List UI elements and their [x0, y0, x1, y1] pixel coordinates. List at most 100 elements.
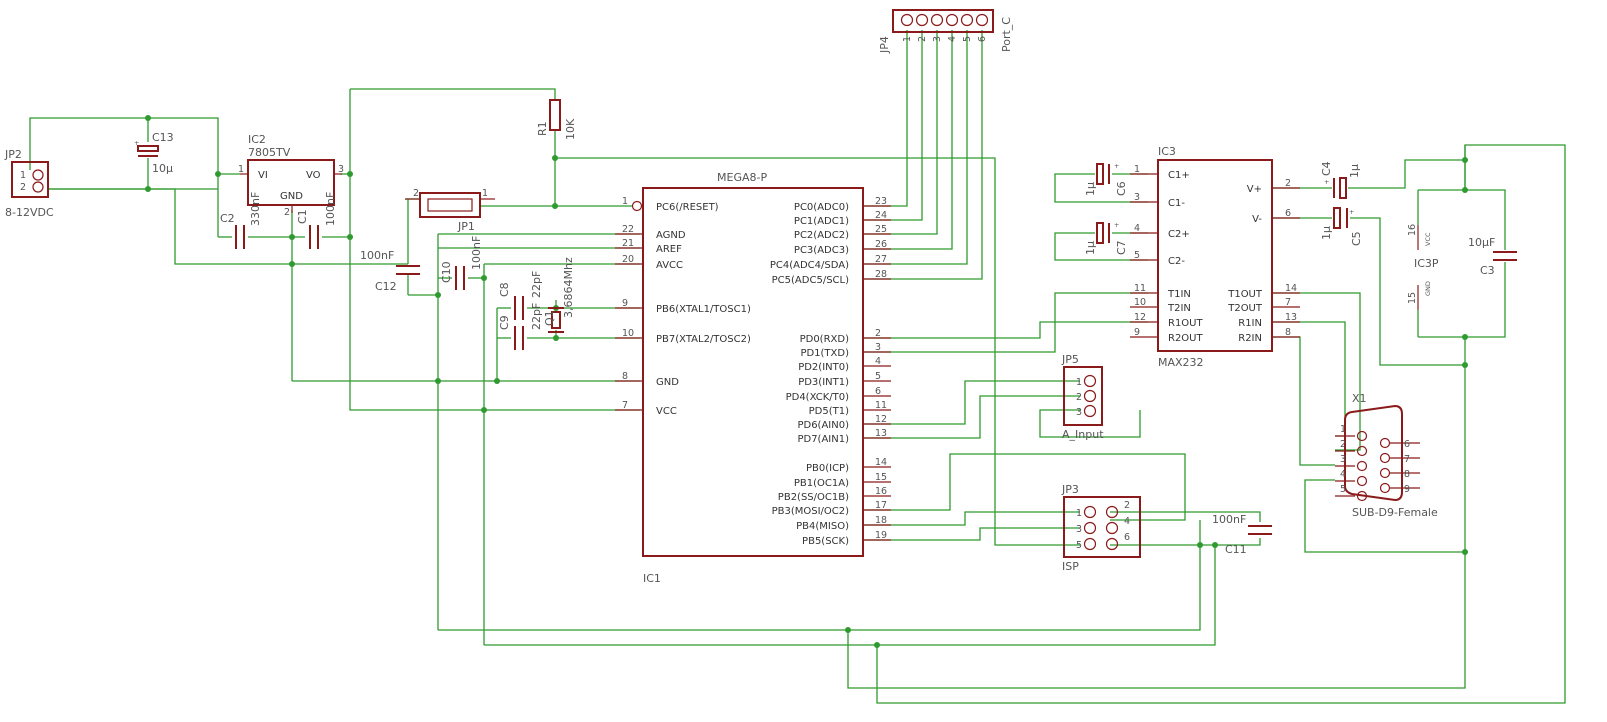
max232-pin-label: R1OUT [1168, 318, 1204, 329]
dsub-pin-number: 2 [1340, 439, 1346, 450]
regulator-num-vi: 1 [238, 164, 244, 175]
header-pin [975, 13, 989, 27]
mcu-pin-number: 7 [622, 400, 628, 411]
mcu-right-pins: PC0(ADC0)23PC1(ADC1)24PC2(ADC2)25PC3(ADC… [770, 196, 891, 547]
header-pin-number: 3 [932, 36, 943, 42]
c12-ref: C12 [375, 280, 397, 293]
header-pin-number: 5 [962, 36, 973, 42]
mcu-left-pins: PC6(/RESET)1AGND22AREF21AVCC20PB6(XTAL1/… [615, 196, 751, 417]
dsub-pin [1356, 430, 1368, 442]
c3-value: 10µF [1468, 236, 1495, 249]
mcu-pin-label: PB3(MOSI/OC2) [772, 506, 850, 517]
capacitor-c5: + 1µ C5 [1320, 207, 1363, 246]
c11-value: 100nF [1212, 513, 1246, 526]
mcu-pin-number: 8 [622, 371, 628, 382]
mcu-pin-number: 15 [875, 472, 887, 483]
mcu-pin-number: 5 [875, 371, 881, 382]
max232-pin-label: T2IN [1167, 303, 1191, 314]
supply-ref: IC3P [1414, 257, 1439, 270]
mcu-pin-label: PC0(ADC0) [794, 202, 849, 213]
r1-ref: R1 [536, 121, 549, 136]
power-input-pin1: 1 [20, 170, 26, 181]
mcu-pin-label: PB5(SCK) [802, 536, 849, 547]
max232-pin-label: R2IN [1238, 333, 1262, 344]
max232-pin-number: 11 [1134, 283, 1146, 294]
max232-pin-number: 6 [1285, 208, 1291, 219]
capacitor-c1: C1 100nF [296, 192, 337, 249]
mcu-pin-label: PC6(/RESET) [656, 202, 719, 213]
max232-pin-label: C2+ [1168, 229, 1190, 240]
c13-value: 10µ [152, 162, 173, 175]
max232-pin-label: V+ [1247, 184, 1262, 195]
header-pin [1083, 404, 1097, 418]
c8-value: 22pF [530, 271, 543, 298]
dsub-pin-number: 3 [1340, 454, 1346, 465]
header-pin [900, 13, 914, 27]
r1-value: 10K [564, 118, 577, 140]
jumper-jp1: 2 1 JP1 [405, 188, 495, 233]
capacitor-c10: C10 100nF [440, 236, 483, 290]
max232-pin-number: 8 [1285, 327, 1291, 338]
mcu-pin-label: PB2(SS/OC1B) [778, 492, 849, 503]
max232-pin-label: T1IN [1167, 289, 1191, 300]
header-pin [930, 13, 944, 27]
capacitor-c13: + C13 10µ [134, 131, 174, 175]
header-pin [1083, 505, 1097, 519]
mcu-pin-label: AREF [656, 244, 682, 255]
max232-pin-number: 2 [1285, 178, 1291, 189]
capacitor-c7: + 1µ C7 [1084, 221, 1128, 255]
mcu-pin-number: 2 [875, 328, 881, 339]
mcu-pin-label: PC5(ADC5/SCL) [772, 275, 849, 286]
dsub-pin [1379, 482, 1391, 494]
wires [29, 30, 1566, 704]
header-pin [1105, 521, 1119, 535]
mcu-pin-number: 14 [875, 457, 887, 468]
max232-pin-number: 3 [1134, 192, 1140, 203]
c11-ref: C11 [1225, 543, 1247, 556]
dsub-pin-number: 4 [1340, 469, 1346, 480]
c1-value: 100nF [324, 192, 337, 226]
voltage-regulator: IC2 7805TV VI VO GND 1 2 3 [238, 133, 344, 218]
mcu-pin-label: PC1(ADC1) [794, 216, 849, 227]
mcu-pin-number: 22 [622, 224, 634, 235]
mcu-pin-number: 3 [875, 342, 881, 353]
regulator-num-gnd: 2 [284, 207, 290, 218]
max232-pin-number: 10 [1134, 297, 1146, 308]
power-input-connector: JP2 1 2 8-12VDC [4, 148, 54, 219]
max232-ic3: IC3 MAX232 C1+1C1-3C2+4C2-5T1IN11T2IN10R… [1130, 145, 1300, 369]
svg-text:+: + [1349, 208, 1354, 216]
mcu-pin-label: PD0(RXD) [800, 334, 849, 345]
capacitor-c2: C2 330nF [220, 192, 262, 249]
dsub-pin [1356, 490, 1368, 502]
c4-value: 1µ [1348, 164, 1361, 178]
max232-supply: 16 VCC 15 GND IC3P [1407, 224, 1439, 310]
c2-value: 330nF [249, 192, 262, 226]
isp-label: ISP [1062, 560, 1079, 573]
mcu-pin-number: 11 [875, 400, 887, 411]
regulator-ref: IC2 [248, 133, 266, 146]
header-pin-number: 2 [1076, 392, 1082, 403]
mcu-ref: IC1 [643, 572, 661, 585]
mcu-pin-number: 6 [875, 386, 881, 397]
port-c-label: Port_C [1000, 17, 1013, 52]
mcu-pin-number: 9 [622, 298, 628, 309]
mcu-pin-number: 20 [622, 254, 634, 265]
header-pin-number: 1 [1076, 508, 1082, 519]
mcu-pin-number: 26 [875, 239, 887, 250]
jp1-pin-a: 2 [413, 188, 419, 199]
mcu-pin-label: PD7(AIN1) [797, 434, 849, 445]
supply-pin-gnd: 15 [1407, 292, 1418, 304]
max232-pin-number: 12 [1134, 312, 1146, 323]
max232-pin-number: 13 [1285, 312, 1297, 323]
header-pin [945, 13, 959, 27]
mcu-pin-label: PD5(T1) [809, 406, 849, 417]
analog-header-label: A_Input [1062, 428, 1104, 441]
c4-ref: C4 [1320, 161, 1333, 176]
max232-pin-label: R1IN [1238, 318, 1262, 329]
power-input-pin2: 2 [20, 182, 26, 193]
mcu-pin-label: PB4(MISO) [796, 521, 849, 532]
max232-pin-label: C2- [1168, 256, 1185, 267]
capacitor-c11: 100nF C11 [1212, 513, 1272, 556]
